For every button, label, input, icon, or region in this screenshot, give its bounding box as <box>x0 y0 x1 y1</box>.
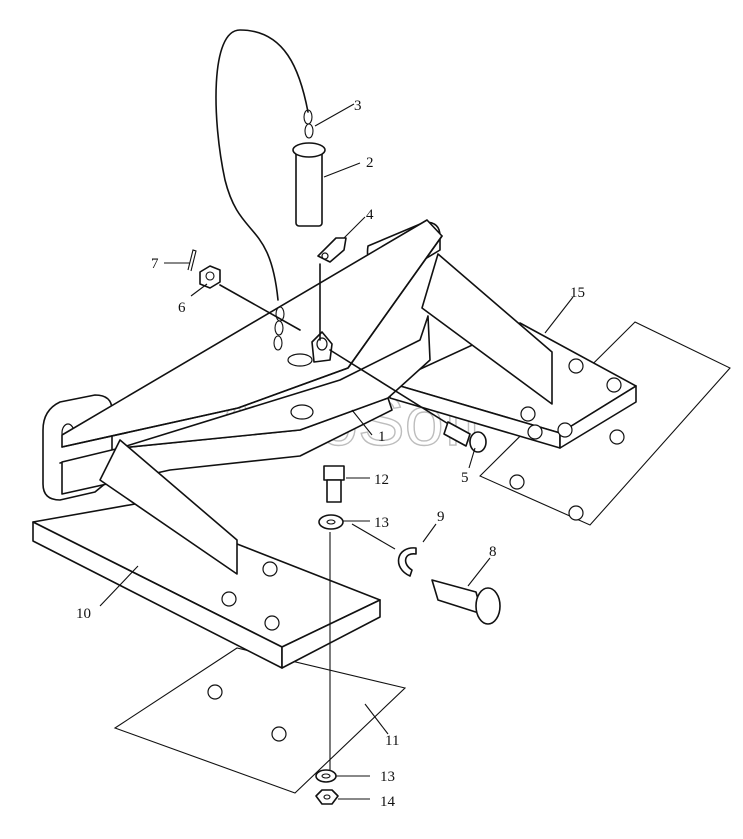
callout-6: 6 <box>178 300 186 316</box>
callout-15: 15 <box>570 285 585 301</box>
bolt-5 <box>329 349 487 453</box>
callout-12: 12 <box>374 472 389 488</box>
right-bracket-leg <box>421 253 553 405</box>
callout-5: 5 <box>461 470 469 486</box>
bolt-8 <box>431 579 501 625</box>
callout-10: 10 <box>76 606 91 622</box>
plate-11 <box>113 647 407 794</box>
tow-pin-2 <box>292 142 326 227</box>
callout-9: 9 <box>437 509 445 525</box>
chain-3 <box>303 109 314 139</box>
nut-6 <box>199 265 301 331</box>
leader-lines <box>99 103 574 800</box>
callout-4: 4 <box>366 207 374 223</box>
callout-13-upper: 13 <box>374 515 389 531</box>
washer-13-upper <box>318 514 344 530</box>
bolt-12 <box>323 465 345 503</box>
latch-4 <box>317 237 347 341</box>
callout-1: 1 <box>378 429 386 445</box>
callout-8: 8 <box>489 544 497 560</box>
callout-14: 14 <box>380 794 396 810</box>
plate-10 <box>32 503 381 669</box>
callout-13-lower: 13 <box>380 769 395 785</box>
callout-2: 2 <box>366 155 374 171</box>
callout-7: 7 <box>151 256 159 272</box>
nut-14 <box>315 789 339 805</box>
cotter-pin-7 <box>187 249 197 272</box>
callout-11: 11 <box>385 733 399 749</box>
washer-13-lower <box>315 769 337 783</box>
chain-and-tether <box>215 29 309 351</box>
snap-ring-9 <box>397 547 417 577</box>
towbar-body-1 <box>42 219 443 575</box>
callout-3: 3 <box>354 98 362 114</box>
